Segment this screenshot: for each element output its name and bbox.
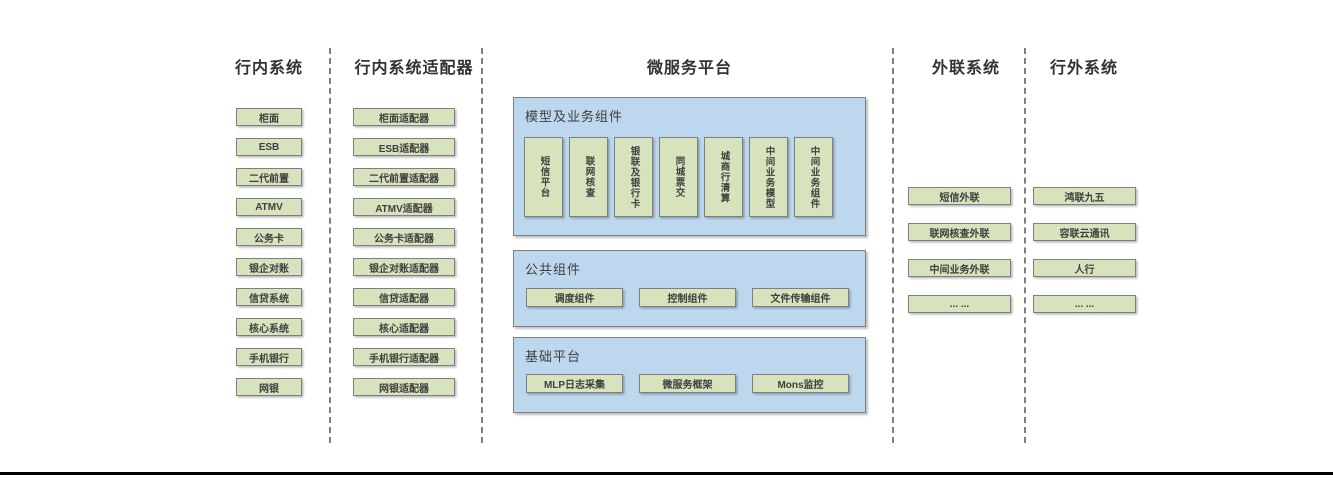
system-box: 联网核查外联 <box>908 223 1011 241</box>
component-box: 同城票交 <box>659 137 698 217</box>
common-components: 调度组件控制组件文件传输组件 <box>526 288 849 307</box>
system-box: 容联云通讯 <box>1033 223 1136 241</box>
outbound-systems-column: 短信外联联网核查外联中间业务外联 ... ... <box>908 187 1011 313</box>
system-box: 手机银行 <box>236 348 302 366</box>
column-title-inbank-systems: 行内系统 <box>234 60 303 77</box>
adapter-box: 柜面适配器 <box>353 108 455 126</box>
external-systems-column: 鸿联九五容联云通讯人行 ... ... <box>1033 187 1136 313</box>
system-box: 中间业务外联 <box>908 259 1011 277</box>
adapter-box: ATMV适配器 <box>353 198 455 216</box>
adapter-box: 网银适配器 <box>353 378 455 396</box>
dashed-divider <box>481 48 483 443</box>
adapter-box: 信贷适配器 <box>353 288 455 306</box>
system-box: 二代前置 <box>236 168 302 186</box>
adapter-box: 核心适配器 <box>353 318 455 336</box>
base-platform-components: MLP日志采集微服务框架 Mons监控 <box>526 374 849 393</box>
column-title-outbound-systems: 外联系统 <box>931 60 1000 77</box>
inbank-systems-column: 柜面 ESB 二代前置 ATMV 公务卡银企对账信贷系统核心系统手机银行网银 <box>236 108 302 396</box>
panel-title: 公共组件 <box>525 262 582 277</box>
component-box: 城商行清算 <box>704 137 743 217</box>
component-box: MLP日志采集 <box>526 374 623 393</box>
system-box: ATMV <box>236 198 302 216</box>
inbank-adapters-column: 柜面适配器 ESB适配器二代前置适配器 ATMV适配器公务卡适配器银企对账适配器信贷… <box>353 108 455 396</box>
system-box: 人行 <box>1033 259 1136 277</box>
adapter-box: 公务卡适配器 <box>353 228 455 246</box>
system-box: 公务卡 <box>236 228 302 246</box>
column-title-external-systems: 行外系统 <box>1049 60 1118 77</box>
panel-title: 基础平台 <box>525 349 582 364</box>
component-box: 中间业务组件 <box>794 137 833 217</box>
panel-title: 模型及业务组件 <box>525 109 624 124</box>
system-box: 网银 <box>236 378 302 396</box>
system-box: 银企对账 <box>236 258 302 276</box>
component-box: 银联及银行卡 <box>614 137 653 217</box>
system-box: 柜面 <box>236 108 302 126</box>
column-title-inbank-adapters: 行内系统适配器 <box>354 60 474 77</box>
system-box: 鸿联九五 <box>1033 187 1136 205</box>
component-box: 中间业务模型 <box>749 137 788 217</box>
panel-model-business-components: 模型及业务组件 短信平台联网核查银联及银行卡同城票交城商行清算中间业务模型中间业… <box>513 97 866 236</box>
adapter-box: 二代前置适配器 <box>353 168 455 186</box>
component-box: 微服务框架 <box>639 374 736 393</box>
dashed-divider <box>892 48 894 443</box>
model-business-components: 短信平台联网核查银联及银行卡同城票交城商行清算中间业务模型中间业务组件 <box>524 137 833 217</box>
adapter-box: 银企对账适配器 <box>353 258 455 276</box>
component-box: 控制组件 <box>639 288 736 307</box>
system-box: ... ... <box>908 295 1011 313</box>
component-box: 文件传输组件 <box>752 288 849 307</box>
column-title-microservice-platform: 微服务平台 <box>646 60 732 77</box>
dashed-divider <box>329 48 331 443</box>
system-box: 核心系统 <box>236 318 302 336</box>
bottom-rule <box>0 472 1333 475</box>
system-box: ESB <box>236 138 302 156</box>
component-box: 短信平台 <box>524 137 563 217</box>
system-box: 信贷系统 <box>236 288 302 306</box>
component-box: Mons监控 <box>752 374 849 393</box>
panel-common-components: 公共组件 调度组件控制组件文件传输组件 <box>513 250 866 327</box>
panel-base-platform: 基础平台 MLP日志采集微服务框架 Mons监控 <box>513 337 866 413</box>
component-box: 联网核查 <box>569 137 608 217</box>
system-box: ... ... <box>1033 295 1136 313</box>
dashed-divider <box>1024 48 1026 443</box>
adapter-box: 手机银行适配器 <box>353 348 455 366</box>
system-box: 短信外联 <box>908 187 1011 205</box>
component-box: 调度组件 <box>526 288 623 307</box>
adapter-box: ESB适配器 <box>353 138 455 156</box>
